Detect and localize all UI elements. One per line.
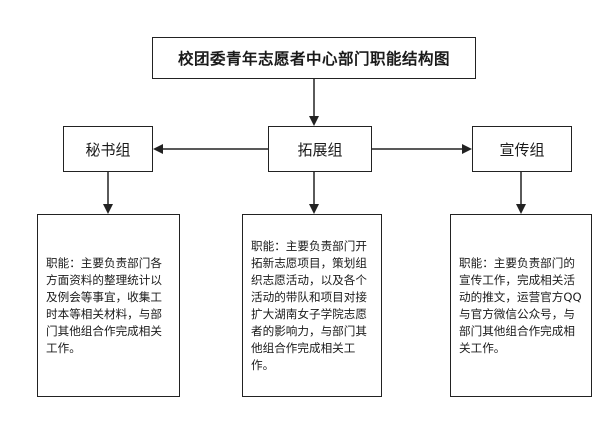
duty-text-publicity: 职能：主要负责部门的宣传工作，完成相关活动的推文，运营官方QQ与官方微信公众号，… <box>459 255 582 355</box>
duty-text-expansion: 职能：主要负责部门开拓新志愿项目，策划组织志愿活动，以及各个活动的带队和项目对接… <box>251 238 367 372</box>
duty-box-publicity: 职能：主要负责部门的宣传工作，完成相关活动的推文，运营官方QQ与官方微信公众号，… <box>450 214 592 397</box>
group-box-publicity: 宣传组 <box>472 126 572 172</box>
group-label-expansion: 拓展组 <box>297 140 343 159</box>
chart-title: 校团委青年志愿者中心部门职能结构图 <box>177 50 450 68</box>
group-box-secretary: 秘书组 <box>63 126 153 172</box>
group-label-publicity: 宣传组 <box>499 140 545 159</box>
duty-text-secretary: 职能：主要负责部门各方面资料的整理统计以及例会等事宜，收集工时本等相关材料，与部… <box>46 255 162 355</box>
duty-box-expansion: 职能：主要负责部门开拓新志愿项目，策划组织志愿活动，以及各个活动的带队和项目对接… <box>242 214 382 397</box>
group-box-expansion: 拓展组 <box>268 126 372 172</box>
chart-title-box: 校团委青年志愿者中心部门职能结构图 <box>152 37 476 79</box>
group-label-secretary: 秘书组 <box>85 140 131 159</box>
duty-box-secretary: 职能：主要负责部门各方面资料的整理统计以及例会等事宜，收集工时本等相关材料，与部… <box>37 214 180 397</box>
